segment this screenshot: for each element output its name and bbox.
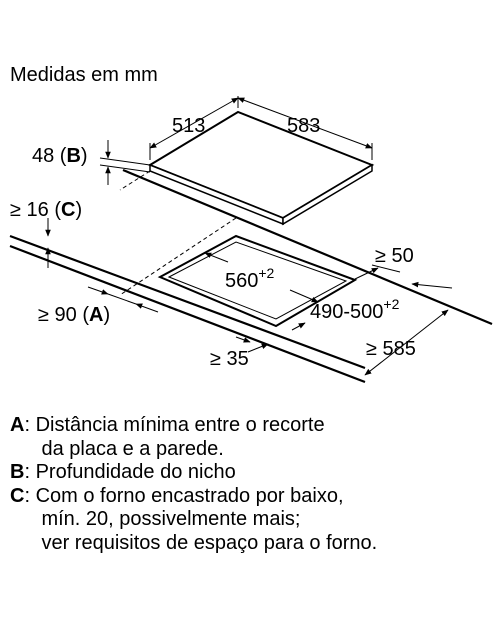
worktop-top-edge <box>122 168 493 326</box>
wall-distance-dimension <box>87 286 159 313</box>
oven-gap-ref: C <box>61 199 75 221</box>
cutout-depth-dimension <box>291 322 306 331</box>
wall-distance-ref: A <box>89 304 103 326</box>
cutout-depth-value: 490-500+2 <box>310 296 400 323</box>
worktop-depth-dimension <box>364 309 449 376</box>
legend-text-c: : Com o forno encastrado por baixo, mín.… <box>24 484 378 554</box>
hob-side-edge <box>282 163 373 226</box>
rear-clearance-value: ≥ 50 <box>375 245 414 267</box>
diagram-title: Medidas em mm <box>10 64 158 86</box>
rear-clearance-dimension <box>354 264 453 289</box>
hob-dimensions <box>149 96 373 160</box>
cutout-depth-tolerance: +2 <box>383 296 399 312</box>
hob-depth-label: 513 <box>172 115 205 137</box>
worktop-depth-value: ≥ 585 <box>366 338 416 360</box>
cutout-width-value: 560+2 <box>225 265 275 292</box>
legend-key-b: B <box>10 461 25 483</box>
cutout-width-dimension <box>204 252 319 303</box>
front-clearance-value: ≥ 35 <box>210 348 249 370</box>
legend-key-c: C <box>10 484 25 507</box>
worktop-front-top <box>9 234 366 370</box>
cutout-inner <box>167 241 348 320</box>
worktop-front-bottom <box>9 244 366 384</box>
legend-item-b: B : Profundidade do nicho <box>10 461 377 485</box>
legend-key-a: A <box>10 414 25 436</box>
wall-distance-value: ≥ 90 (A) <box>38 304 110 326</box>
legend: A : Distância mínima entre o recorte da … <box>10 414 377 555</box>
cutout-outline <box>157 234 358 328</box>
legend-text-a: : Distância mínima entre o recorte da pl… <box>24 414 325 460</box>
cutout <box>157 234 358 328</box>
niche-depth-dimension <box>99 140 151 185</box>
cutout-width-tolerance: +2 <box>258 265 274 281</box>
legend-text-b: : Profundidade do nicho <box>24 461 236 483</box>
legend-item-c: C : Com o forno encastrado por baixo, mí… <box>10 485 377 556</box>
projection-lines <box>119 170 237 296</box>
niche-depth-value: 48 (B) <box>32 145 88 167</box>
worktop <box>9 168 493 384</box>
hob-width-label: 583 <box>287 115 320 137</box>
legend-item-a: A : Distância mínima entre o recorte da … <box>10 414 377 461</box>
front-clearance-dimension <box>235 336 269 353</box>
oven-gap-value: ≥ 16 (C) <box>10 199 82 221</box>
installation-diagram: 513 583 48 (B) ≥ 16 (C) ≥ 90 (A) ≥ 50 56… <box>9 96 493 384</box>
niche-depth-ref: B <box>66 145 80 167</box>
